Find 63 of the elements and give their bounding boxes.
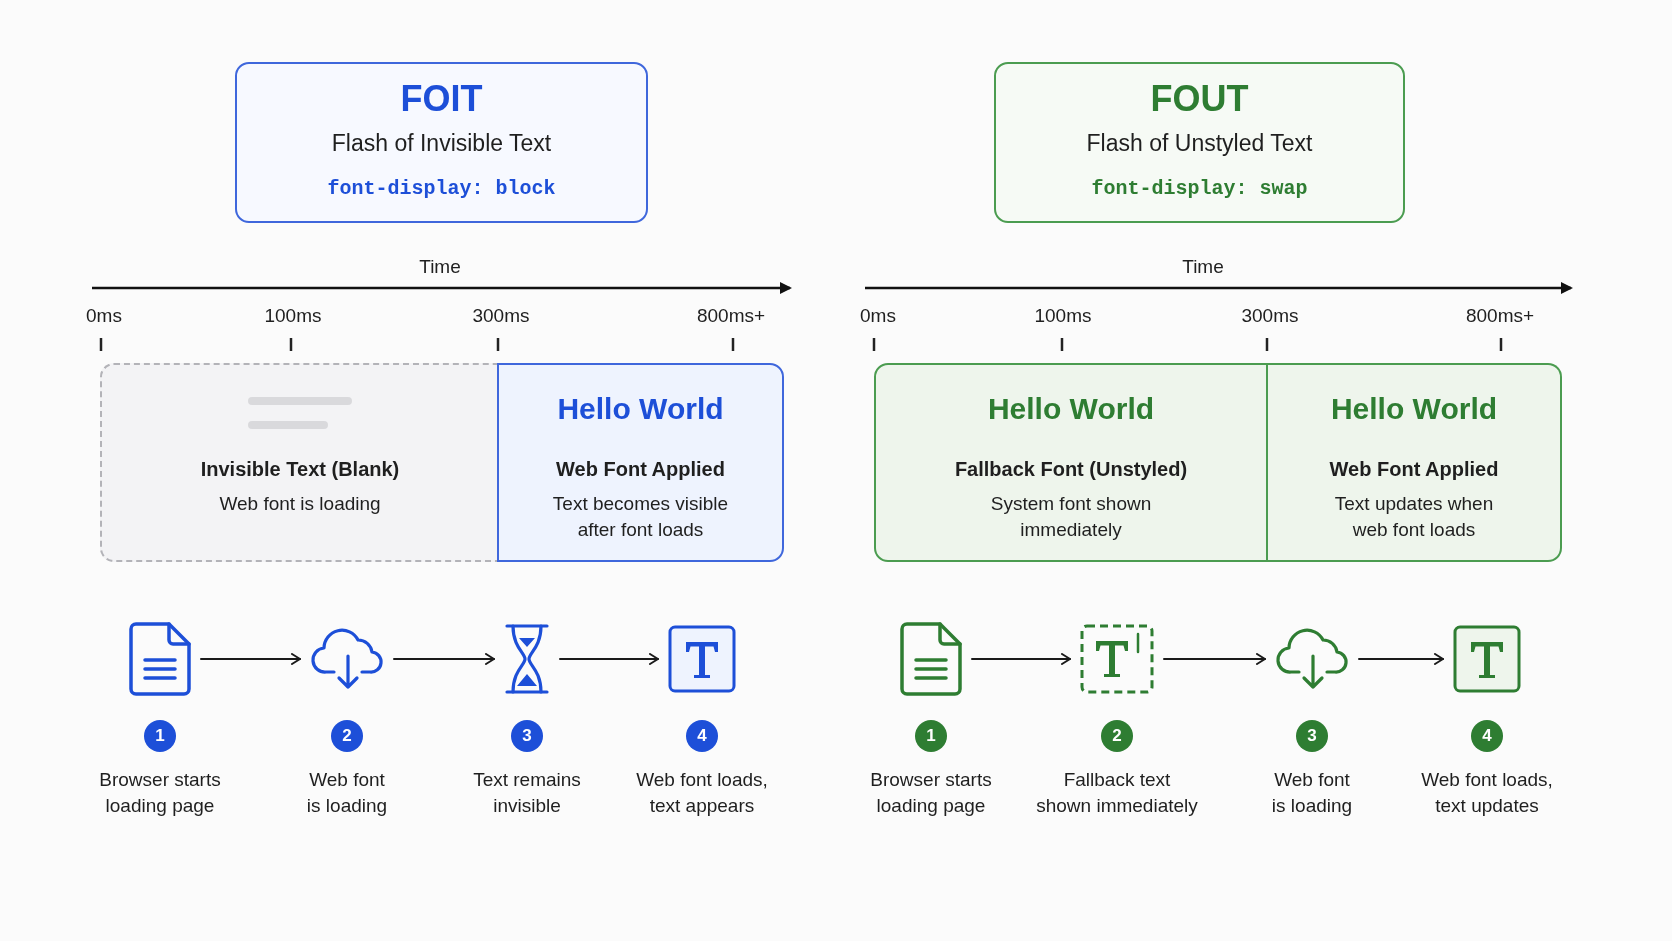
tick-label: 300ms (472, 304, 530, 328)
letter-t-icon (1453, 625, 1521, 693)
state-panel (1268, 363, 1562, 562)
tick-label: 0ms (860, 304, 896, 328)
cloud-download-icon (310, 628, 384, 690)
step-caption: Browser starts loading page (98, 768, 222, 818)
step-number: 2 (1101, 720, 1133, 752)
panel-heading: Web Font Applied (556, 457, 725, 482)
tick-label: 100ms (264, 304, 322, 328)
document-icon (129, 622, 191, 696)
panel-heading: Invisible Text (Blank) (200, 457, 400, 482)
panel-heading: Fallback Font (Unstyled) (954, 457, 1188, 482)
state-panel (100, 363, 498, 562)
step-number: 2 (331, 720, 363, 752)
arrow (971, 653, 1071, 665)
panel-description: Text updates when web font loads (1333, 492, 1495, 542)
panel-description: Web font is loading (219, 492, 381, 516)
title-card (994, 62, 1405, 223)
document-icon (900, 622, 962, 696)
tick-label: 0ms (86, 304, 122, 328)
sample-text: Hello World (1330, 391, 1498, 427)
arrow (200, 653, 301, 665)
arrow (1358, 653, 1444, 665)
tick-label: 100ms (1034, 304, 1092, 328)
panel-description: System font shown immediately (989, 492, 1153, 542)
step-number: 4 (1471, 720, 1503, 752)
tick-label: 800ms+ (1465, 304, 1535, 328)
state-panel (874, 363, 1268, 562)
step-caption: Web font is loading (305, 768, 389, 818)
arrow (559, 653, 659, 665)
step-caption: Browser starts loading page (869, 768, 993, 818)
panel-description: Text becomes visible after font loads (551, 492, 730, 542)
step-caption: Web font loads, text updates (1420, 768, 1554, 818)
arrow (393, 653, 495, 665)
step-caption: Fallback text shown immediately (1035, 768, 1199, 818)
tick-label: 800ms+ (696, 304, 766, 328)
title-card (235, 62, 648, 223)
sample-text: Hello World (987, 391, 1155, 427)
step-caption: Web font is loading (1270, 768, 1354, 818)
header-subtitle: Flash of Unstyled Text (1086, 129, 1313, 157)
step-caption: Web font loads, text appears (635, 768, 769, 818)
step-number: 3 (511, 720, 543, 752)
dashed-letter-t-icon (1080, 624, 1154, 694)
step-number: 1 (144, 720, 176, 752)
arrow (1163, 653, 1266, 665)
header-title: FOUT (1150, 77, 1249, 121)
tick-label: 300ms (1241, 304, 1299, 328)
step-number: 4 (686, 720, 718, 752)
code-snippet: font-display: block (327, 176, 556, 202)
panel-heading: Web Font Applied (1329, 457, 1499, 482)
step-number: 3 (1296, 720, 1328, 752)
step-caption: Text remains invisible (472, 768, 582, 818)
sample-text: Hello World (557, 391, 724, 427)
axis-title: Time (1182, 255, 1224, 279)
code-snippet: font-display: swap (1091, 176, 1308, 202)
hourglass-icon (504, 623, 550, 695)
header-subtitle: Flash of Invisible Text (331, 129, 552, 157)
axis-title: Time (419, 255, 461, 279)
letter-t-icon (668, 625, 736, 693)
step-number: 1 (915, 720, 947, 752)
state-panel (497, 363, 784, 562)
cloud-download-icon (1275, 628, 1349, 690)
header-title: FOIT (400, 77, 483, 121)
